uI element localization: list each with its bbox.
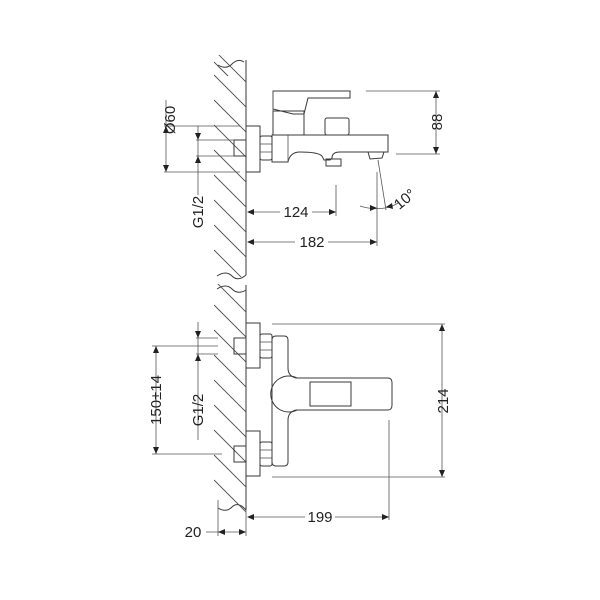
side-thread-label: G1/2 [190, 196, 207, 229]
front-thread-label: G1/2 [190, 394, 207, 427]
depth-182-label: 182 [299, 234, 324, 251]
side-view-dimensions [163, 90, 440, 246]
height-88-label: 88 [429, 114, 446, 131]
wall-section-top [214, 55, 247, 280]
wall-offset-label: 20 [185, 524, 202, 541]
angle-label: 10° [391, 186, 419, 214]
mixer-side-view [233, 90, 389, 173]
diameter-label: Ø60 [162, 106, 179, 134]
wall-section-bottom [214, 284, 247, 513]
center-distance-label: 150±14 [148, 375, 165, 425]
depth-199-label: 199 [307, 509, 332, 526]
front-view-dimensions [152, 322, 445, 536]
height-214-label: 214 [435, 388, 452, 413]
depth-124-label: 124 [283, 204, 308, 221]
mixer-front-view [233, 322, 393, 477]
